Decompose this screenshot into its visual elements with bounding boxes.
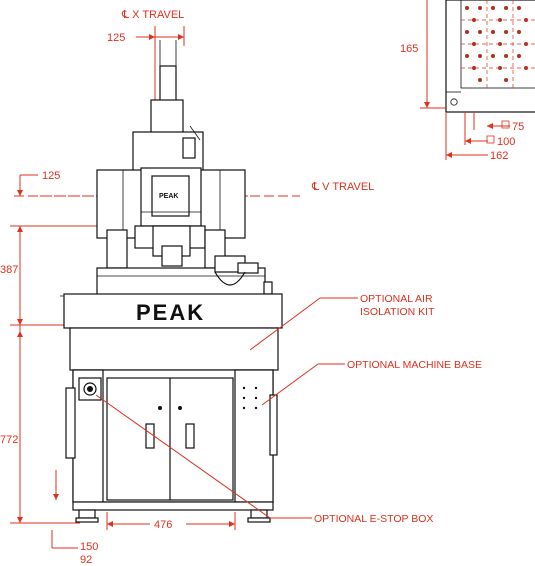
x-travel-label: ℄ X TRAVEL (121, 9, 184, 21)
callout-estop: OPTIONAL E-STOP BOX (95, 394, 433, 525)
dim-92: 92 (80, 554, 92, 566)
callout-air-isolation: OPTIONAL AIR ISOLATION KIT (249, 293, 435, 351)
brand-logo: PEAK (136, 300, 205, 325)
dim-100: 100 (497, 136, 515, 148)
machine-head: PEAK (96, 40, 246, 269)
tapped-hole-grid (465, 6, 528, 82)
dim-125-top: 125 (107, 32, 125, 44)
air-isolation-kit (66, 327, 282, 371)
width-dimension: 476 (106, 512, 236, 531)
dim-162: 162 (490, 150, 508, 162)
dim-772: 772 (0, 434, 18, 446)
air-isolation-label-2: ISOLATION KIT (360, 306, 435, 318)
estop-label: OPTIONAL E-STOP BOX (314, 513, 433, 525)
machine-base (65, 369, 278, 523)
dim-125-left: 125 (42, 170, 60, 182)
dim-150: 150 (80, 541, 98, 553)
callout-machine-base: OPTIONAL MACHINE BASE (261, 359, 482, 406)
machine-base-label: OPTIONAL MACHINE BASE (347, 359, 482, 371)
air-isolation-label-1: OPTIONAL AIR (360, 293, 433, 305)
head-brand: PEAK (159, 193, 178, 200)
table-top-view-inset: 165 75 100 162 (400, 0, 535, 162)
granite-base: PEAK (63, 293, 283, 329)
dim-75: 75 (512, 121, 524, 133)
dim-387: 387 (0, 264, 18, 276)
dim-165: 165 (400, 43, 418, 55)
dim-476: 476 (154, 519, 172, 531)
v-travel-label: ℄ V TRAVEL (311, 181, 374, 193)
